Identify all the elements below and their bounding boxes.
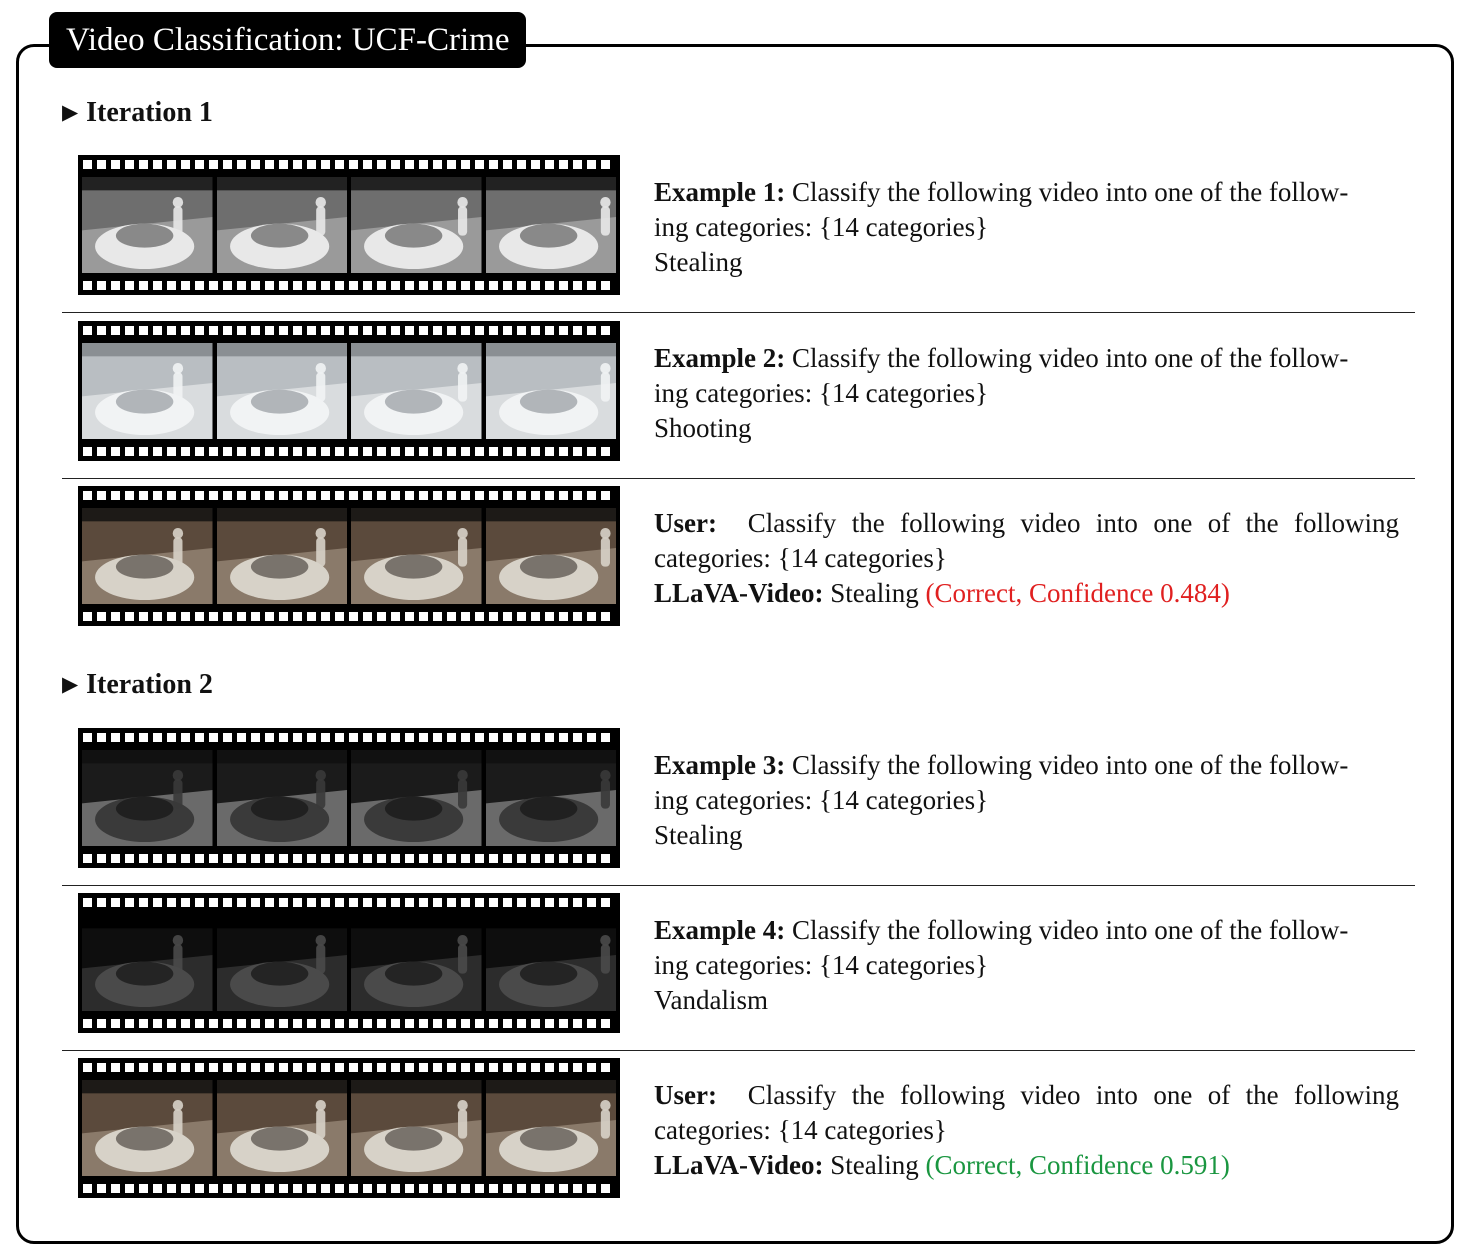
video-frame [351, 343, 482, 439]
video-frame [351, 508, 482, 604]
video-frame [216, 508, 347, 604]
query-row-2: User: Classify the following video into … [62, 1058, 1415, 1208]
iteration-heading-text: Iteration 1 [86, 97, 213, 128]
example-label: Example 3: [654, 750, 786, 780]
example-answer: Shooting [654, 413, 752, 443]
video-frame [485, 343, 616, 439]
video-frame [82, 343, 213, 439]
video-frame [485, 177, 616, 273]
panel-title: Video Classification: UCF-Crime [49, 12, 527, 68]
query-text: User: Classify the following video into … [654, 1078, 1399, 1183]
example-answer: Stealing [654, 820, 743, 850]
example-text: Example 2: Classify the following video … [654, 341, 1399, 446]
confidence-verdict: (Correct, Confidence 0.484) [925, 578, 1230, 608]
video-filmstrip[interactable] [78, 1058, 620, 1198]
example-row-4: Example 4: Classify the following video … [62, 893, 1415, 1051]
example-label: Example 4: [654, 915, 786, 945]
example-label: Example 1: [654, 177, 786, 207]
row-divider [62, 885, 1415, 886]
video-filmstrip[interactable] [78, 155, 620, 295]
video-frame [216, 177, 347, 273]
video-filmstrip[interactable] [78, 728, 620, 868]
video-frame [82, 1080, 213, 1176]
video-frame [82, 915, 213, 1011]
example-answer: Stealing [654, 247, 743, 277]
video-filmstrip[interactable] [78, 486, 620, 626]
confidence-verdict: (Correct, Confidence 0.591) [925, 1150, 1230, 1180]
query-row-1: User: Classify the following video into … [62, 486, 1415, 636]
video-frame [216, 343, 347, 439]
example-row-2: Example 2: Classify the following video … [62, 321, 1415, 479]
video-filmstrip[interactable] [78, 321, 620, 461]
query-text: User: Classify the following video into … [654, 506, 1399, 611]
iteration-heading-text: Iteration 2 [86, 669, 213, 700]
prompt-text: Classify the following video into one of… [792, 750, 1349, 780]
prompt-text-cont: categories: {14 categories} [654, 1115, 947, 1145]
prompt-text: Classify the following video into one of… [792, 177, 1349, 207]
example-row-1: Example 1: Classify the following video … [62, 155, 1415, 313]
prompt-text-cont: ing categories: {14 categories} [654, 212, 989, 242]
user-label: User: [654, 508, 717, 538]
model-label: LLaVA-Video: [654, 1150, 824, 1180]
video-frame [216, 915, 347, 1011]
iteration-heading-2: ▶ Iteration 2 [62, 668, 213, 703]
prompt-text: Classify the following video into one of… [792, 343, 1349, 373]
video-frame [351, 1080, 482, 1176]
video-frame [485, 915, 616, 1011]
video-frame [485, 1080, 616, 1176]
model-label: LLaVA-Video: [654, 578, 824, 608]
video-frame [216, 1080, 347, 1176]
example-label: Example 2: [654, 343, 786, 373]
prompt-text: Classify the following video into one of… [747, 1080, 1399, 1110]
prompt-text-cont: ing categories: {14 categories} [654, 785, 989, 815]
example-row-3: Example 3: Classify the following video … [62, 728, 1415, 886]
prompt-text: Classify the following video into one of… [792, 915, 1349, 945]
iteration-heading-1: ▶ Iteration 1 [62, 96, 213, 131]
model-answer: Stealing [830, 578, 919, 608]
triangle-bullet-icon: ▶ [62, 100, 79, 124]
prompt-text-cont: ing categories: {14 categories} [654, 378, 989, 408]
prompt-text-cont: ing categories: {14 categories} [654, 950, 989, 980]
video-frame [351, 915, 482, 1011]
row-divider [62, 1050, 1415, 1051]
row-divider [62, 312, 1415, 313]
video-frame [351, 750, 482, 846]
prompt-text-cont: categories: {14 categories} [654, 543, 947, 573]
user-label: User: [654, 1080, 717, 1110]
model-answer: Stealing [830, 1150, 919, 1180]
example-answer: Vandalism [654, 985, 768, 1015]
example-text: Example 4: Classify the following video … [654, 913, 1399, 1018]
video-frame [82, 177, 213, 273]
video-frame [82, 750, 213, 846]
example-text: Example 3: Classify the following video … [654, 748, 1399, 853]
video-frame [485, 750, 616, 846]
prompt-text: Classify the following video into one of… [747, 508, 1399, 538]
video-frame [82, 508, 213, 604]
video-frame [485, 508, 616, 604]
panel-frame [16, 44, 1454, 1244]
row-divider [62, 478, 1415, 479]
video-filmstrip[interactable] [78, 893, 620, 1033]
video-frame [351, 177, 482, 273]
video-frame [216, 750, 347, 846]
triangle-bullet-icon: ▶ [62, 672, 79, 696]
example-text: Example 1: Classify the following video … [654, 175, 1399, 280]
